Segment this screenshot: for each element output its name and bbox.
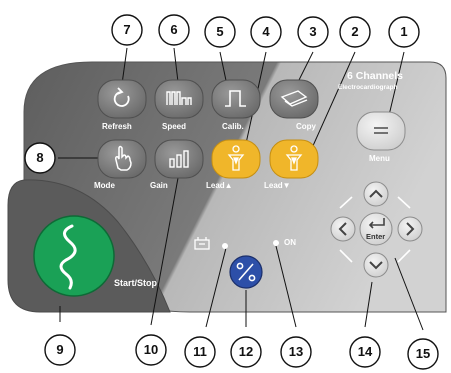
callout-circle-6 (158, 14, 190, 46)
callout-circle-10 (135, 334, 167, 366)
copy-button[interactable] (269, 79, 319, 119)
lead-up-button[interactable] (211, 139, 261, 179)
callout-circle-13 (280, 336, 312, 368)
mode-button[interactable] (97, 139, 147, 179)
enter-label: Enter (366, 232, 386, 241)
callout-circle-11 (184, 336, 216, 368)
gain-label: Gain (150, 181, 168, 190)
ecg-wave-icon (59, 224, 77, 290)
gain-button[interactable] (154, 139, 204, 179)
on-indicator-label: ON (284, 238, 296, 247)
callout-circle-15 (407, 338, 439, 370)
callout-number-4: 4 (262, 24, 270, 39)
callout-lines (58, 47, 424, 331)
mode-label: Mode (94, 181, 115, 190)
nav-cluster (339, 196, 411, 263)
callout-number-12: 12 (238, 344, 254, 359)
callout-number-10: 10 (143, 342, 159, 357)
speed-bars-icon (166, 91, 192, 105)
nav-left-button[interactable] (330, 216, 356, 242)
lead-body-icon (285, 145, 303, 171)
menu-lines-icon (374, 127, 388, 134)
callout-number-14: 14 (357, 344, 373, 359)
callout-circle-7 (111, 14, 143, 46)
lead-down-button[interactable] (269, 139, 319, 179)
device-title: 6 Channels (347, 70, 404, 82)
callout-circle-5 (204, 16, 236, 48)
callout-number-1: 1 (400, 24, 408, 39)
speed-button[interactable] (154, 79, 204, 119)
callout-circles (24, 14, 439, 370)
callout-circle-8 (24, 142, 56, 174)
power-on-indicator-led (273, 240, 279, 246)
callout-number-15: 15 (415, 346, 431, 361)
calibration-pulse-icon (225, 90, 246, 107)
callout-circle-9 (44, 334, 76, 366)
callout-circle-3 (297, 16, 329, 48)
refresh-label: Refresh (102, 122, 132, 131)
menu-button[interactable] (356, 111, 406, 151)
callout-number-5: 5 (216, 24, 224, 39)
menu-label: Menu (369, 154, 390, 163)
chevron-left-icon (338, 222, 347, 236)
callout-number-11: 11 (193, 344, 207, 359)
start-stop-button[interactable] (33, 215, 115, 297)
gain-bars-icon (169, 150, 189, 168)
callout-number-3: 3 (309, 24, 317, 39)
callout-circle-4 (250, 16, 282, 48)
lead-down-label: Lead▼ (264, 181, 291, 190)
nav-down-button[interactable] (363, 252, 389, 278)
calib-label: Calib. (222, 122, 244, 131)
start-stop-label: Start/Stop (114, 278, 158, 288)
lead-body-icon (227, 145, 245, 171)
callout-number-2: 2 (351, 24, 359, 39)
enter-return-icon (368, 218, 385, 229)
callout-circle-14 (349, 336, 381, 368)
lead-up-label: Lead▲ (206, 181, 233, 190)
callout-number-6: 6 (170, 22, 178, 37)
refresh-icon (113, 87, 130, 107)
percent-button[interactable] (229, 255, 263, 289)
callout-circle-12 (230, 336, 262, 368)
callout-circle-1 (388, 16, 420, 48)
percent-icon (236, 262, 256, 282)
nav-up-button[interactable] (363, 181, 389, 207)
refresh-button[interactable] (97, 79, 147, 119)
copy-label: Copy (296, 122, 316, 131)
callout-number-9: 9 (56, 342, 64, 357)
battery-indicator-led (222, 243, 228, 249)
speed-label: Speed (162, 122, 187, 131)
chevron-right-icon (406, 222, 415, 236)
calib-button[interactable] (211, 79, 261, 119)
callout-number-7: 7 (123, 22, 131, 37)
chevron-down-icon (369, 261, 383, 270)
callout-number-8: 8 (36, 150, 44, 165)
copy-paper-icon (280, 90, 308, 107)
chevron-up-icon (369, 189, 383, 198)
device-subtitle: Electrocardiograph (338, 84, 398, 91)
battery-icon (194, 237, 210, 250)
callout-number-13: 13 (288, 344, 304, 359)
hand-pointer-icon (115, 145, 132, 171)
nav-right-button[interactable] (397, 216, 423, 242)
enter-button[interactable] (359, 212, 393, 246)
callout-circle-2 (339, 16, 371, 48)
